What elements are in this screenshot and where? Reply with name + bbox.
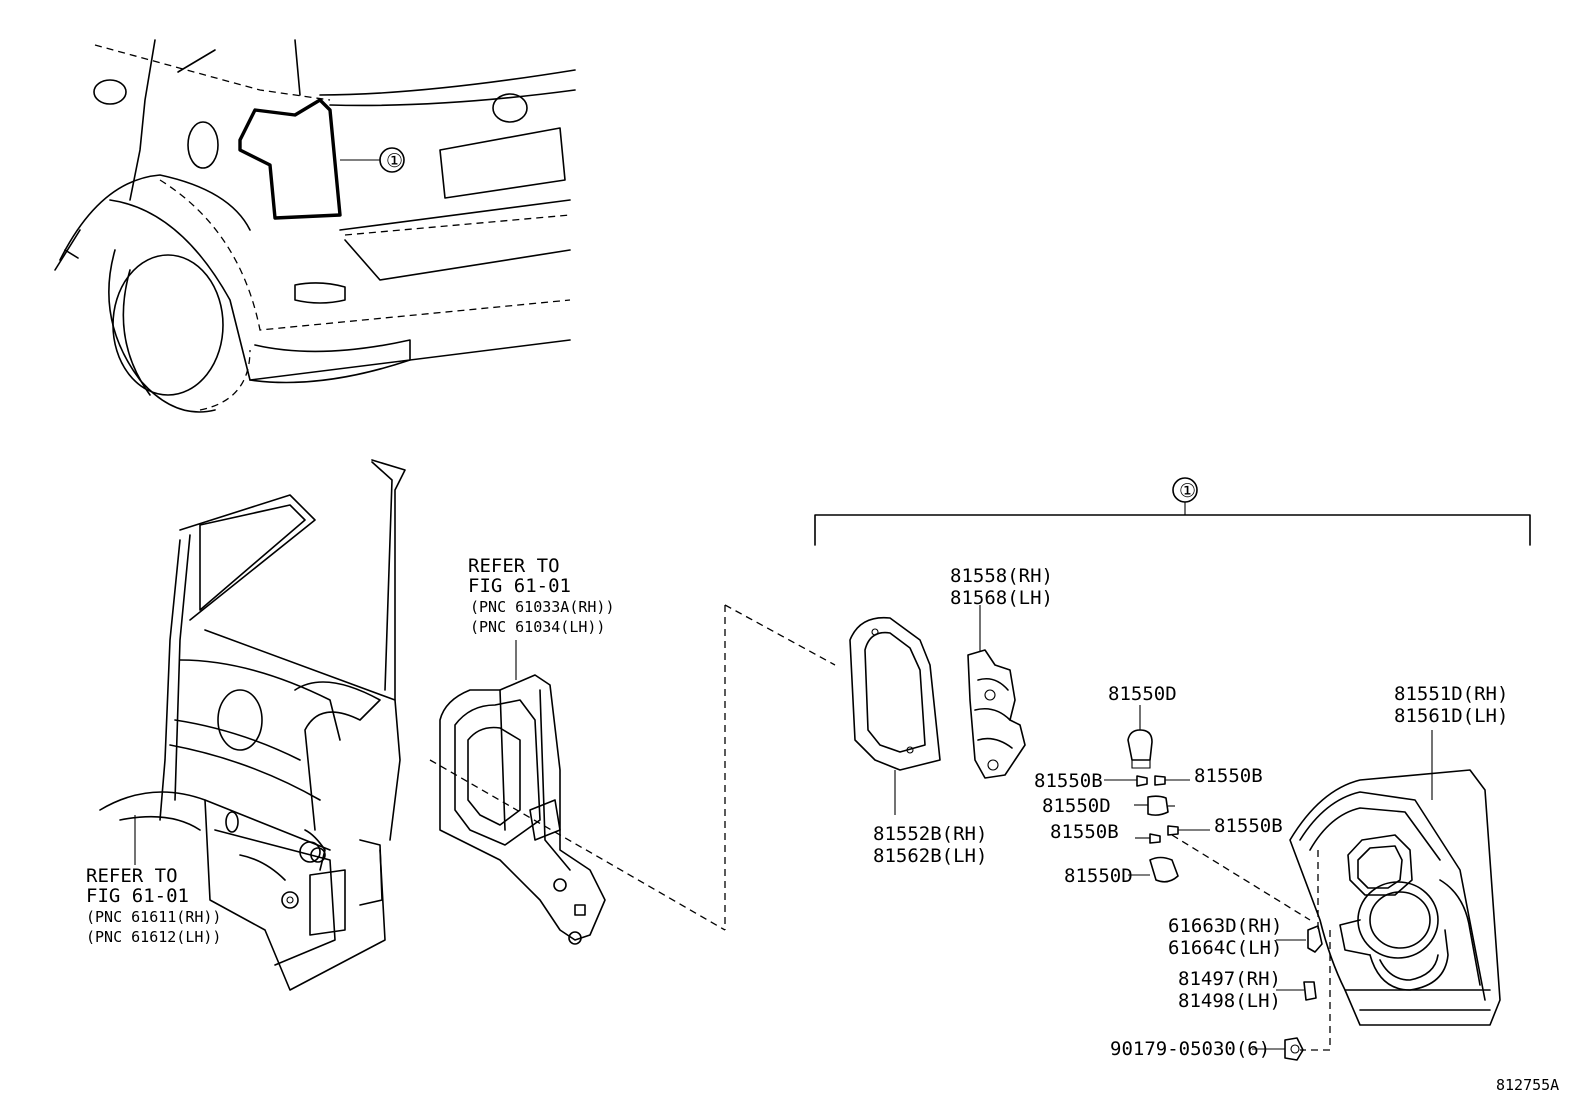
quarter-panel-drawing [99,459,406,991]
grommet-drawing [1276,981,1317,1001]
tail-lamp-drawing [1289,730,1501,1051]
refer-lower-line4: (PNC 61612(LH)) [86,928,221,946]
refer-lower-line2: FIG 61-01 [86,885,189,907]
gasket-drawing [849,616,941,815]
label-61663-lh: 61664C(LH) [1168,937,1282,959]
overview-callout: ① [386,150,403,172]
label-81552-lh: 81562B(LH) [873,845,987,867]
label-81497-lh: 81498(LH) [1178,990,1281,1012]
assembly-bracket [814,477,1531,546]
vehicle-overview: ① [54,39,576,413]
label-81558-lh: 81568(LH) [950,587,1053,609]
label-81497-rh: 81497(RH) [1178,968,1281,990]
label-81558-rh: 81558(RH) [950,565,1053,587]
inner-panel-drawing [439,640,606,945]
refer-lower-line1: REFER TO [86,865,178,887]
refer-upper-line1: REFER TO [468,555,560,577]
figure-id: 812755A [1496,1076,1559,1094]
socket-wire-drawing [967,605,1026,779]
refer-upper-line3: (PNC 61033A(RH)) [470,598,615,616]
label-bulb-d-top: 81550D [1108,683,1177,705]
clip-drawing [1276,925,1323,953]
refer-upper-line2: FIG 61-01 [468,575,571,597]
refer-lower-line3: (PNC 61611(RH)) [86,908,221,926]
label-bulb-b-right2: 81550B [1214,815,1283,837]
bulbs-drawing [1104,705,1311,921]
label-bulb-b-left1: 81550B [1034,770,1103,792]
label-screw: 90179-05030(6) [1110,1038,1270,1060]
label-81552-rh: 81552B(RH) [873,823,987,845]
refer-upper-line4: (PNC 61034(LH)) [470,618,605,636]
label-61663-rh: 61663D(RH) [1168,915,1282,937]
assembly-callout: ① [1179,480,1196,502]
label-bulb-b-left2: 81550B [1050,821,1119,843]
label-81551-rh: 81551D(RH) [1394,683,1508,705]
label-81551-lh: 81561D(LH) [1394,705,1508,727]
label-bulb-d-mid: 81550D [1042,795,1111,817]
screw-drawing [1252,1037,1304,1061]
label-bulb-b-right1: 81550B [1194,765,1263,787]
label-bulb-d-bottom: 81550D [1064,865,1133,887]
